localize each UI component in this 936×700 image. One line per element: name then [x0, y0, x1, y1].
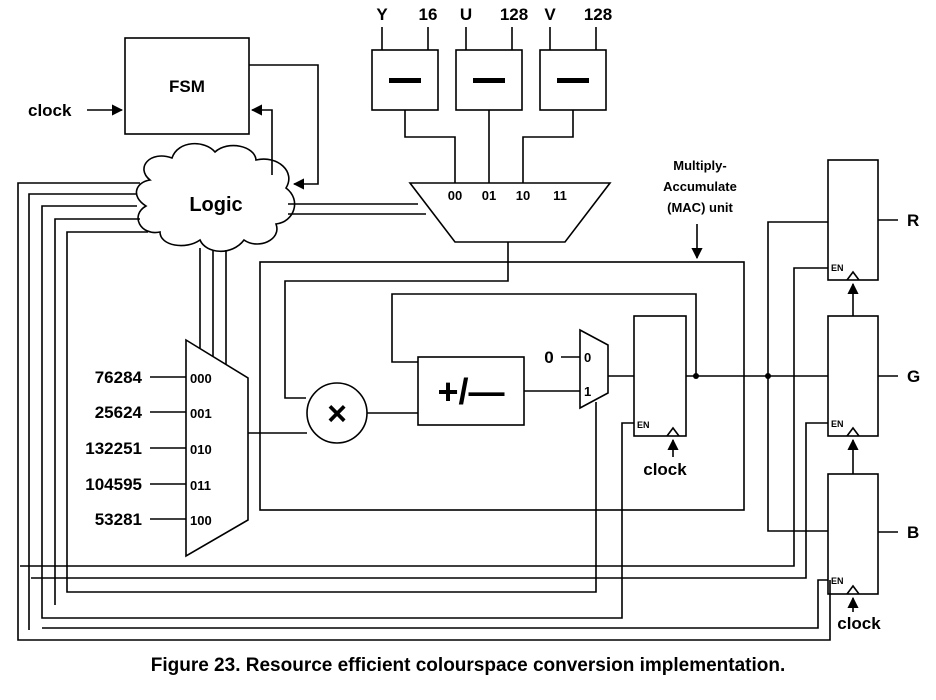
wire-accumulator-feedback	[391, 293, 697, 376]
mux4-input-11: 11	[553, 188, 567, 203]
mux4-input-10: 10	[516, 188, 530, 203]
output-clock-label: clock	[837, 614, 881, 633]
subtractor-y-constant: 16	[419, 5, 438, 24]
subtractor-u-constant: 128	[500, 5, 528, 24]
mux2-select-1: 1	[584, 384, 591, 399]
accumulator-clock-label: clock	[643, 460, 687, 479]
wire-v-sub-to-mux	[522, 110, 574, 183]
output-g: G	[907, 367, 920, 386]
register-r-en-label: EN	[831, 263, 844, 273]
mux5-select-100: 100	[190, 513, 212, 528]
coefficient-1: 25624	[95, 403, 143, 422]
register-r	[827, 159, 879, 281]
logic-bus-4	[54, 218, 140, 605]
fsm-to-logic-wire	[249, 64, 319, 190]
logic-bus-2	[28, 193, 137, 630]
figure-caption: Figure 23. Resource efficient colourspac…	[150, 655, 786, 676]
mac-unit-boundary	[259, 261, 745, 511]
subtractor-v-name: V	[544, 5, 556, 24]
logic-cloud	[135, 142, 296, 253]
mac-label-line-2: Accumulate	[663, 179, 737, 194]
subtractor-v-constant: 128	[584, 5, 612, 24]
fsm-block	[124, 37, 250, 135]
coefficient-0: 76284	[95, 368, 143, 387]
coefficient-4: 53281	[95, 510, 142, 529]
logic-bus-1	[17, 182, 831, 641]
multiplier-symbol: ×	[327, 395, 347, 433]
register-g-en-label: EN	[831, 419, 844, 429]
subtractor-u-name: U	[460, 5, 472, 24]
fsm-clock-label: clock	[28, 101, 72, 120]
mac-label-line-1: Multiply-	[673, 158, 726, 173]
mux5-select-011: 011	[190, 478, 211, 493]
wire-mux4-to-multiplier	[284, 242, 509, 399]
subtractor-y-name: Y	[376, 5, 388, 24]
logic-to-fsm-wire	[250, 104, 273, 175]
register-g	[827, 315, 879, 437]
coefficient-3: 104595	[85, 475, 142, 494]
mux4-input-01: 01	[482, 188, 496, 203]
mux-2to1	[579, 328, 609, 410]
mux2-const-input: 0	[544, 348, 553, 367]
logic-bus-3	[41, 205, 634, 619]
accumulator-en-label: EN	[637, 420, 650, 430]
mux5-select-010: 010	[190, 442, 212, 457]
fsm-label: FSM	[169, 77, 205, 96]
accumulator-register	[633, 315, 687, 437]
coefficient-2: 132251	[85, 439, 142, 458]
logic-label: Logic	[189, 194, 242, 216]
register-b-en-label: EN	[831, 576, 844, 586]
mux-4to1	[408, 182, 612, 243]
en-wire-g	[31, 422, 828, 579]
logic-bus-5	[66, 231, 597, 593]
wire-y-sub-to-mux	[404, 110, 456, 183]
mux2-select-0: 0	[584, 350, 591, 365]
adder-symbol: +/—	[437, 371, 504, 412]
en-wire-b	[42, 579, 828, 629]
mux4-input-00: 00	[448, 188, 462, 203]
output-r: R	[907, 211, 919, 230]
mac-label-line-3: (MAC) unit	[667, 200, 733, 215]
mux5-select-001: 001	[190, 406, 212, 421]
output-b: B	[907, 523, 919, 542]
mux5-select-000: 000	[190, 371, 212, 386]
en-wire-r	[20, 267, 828, 567]
